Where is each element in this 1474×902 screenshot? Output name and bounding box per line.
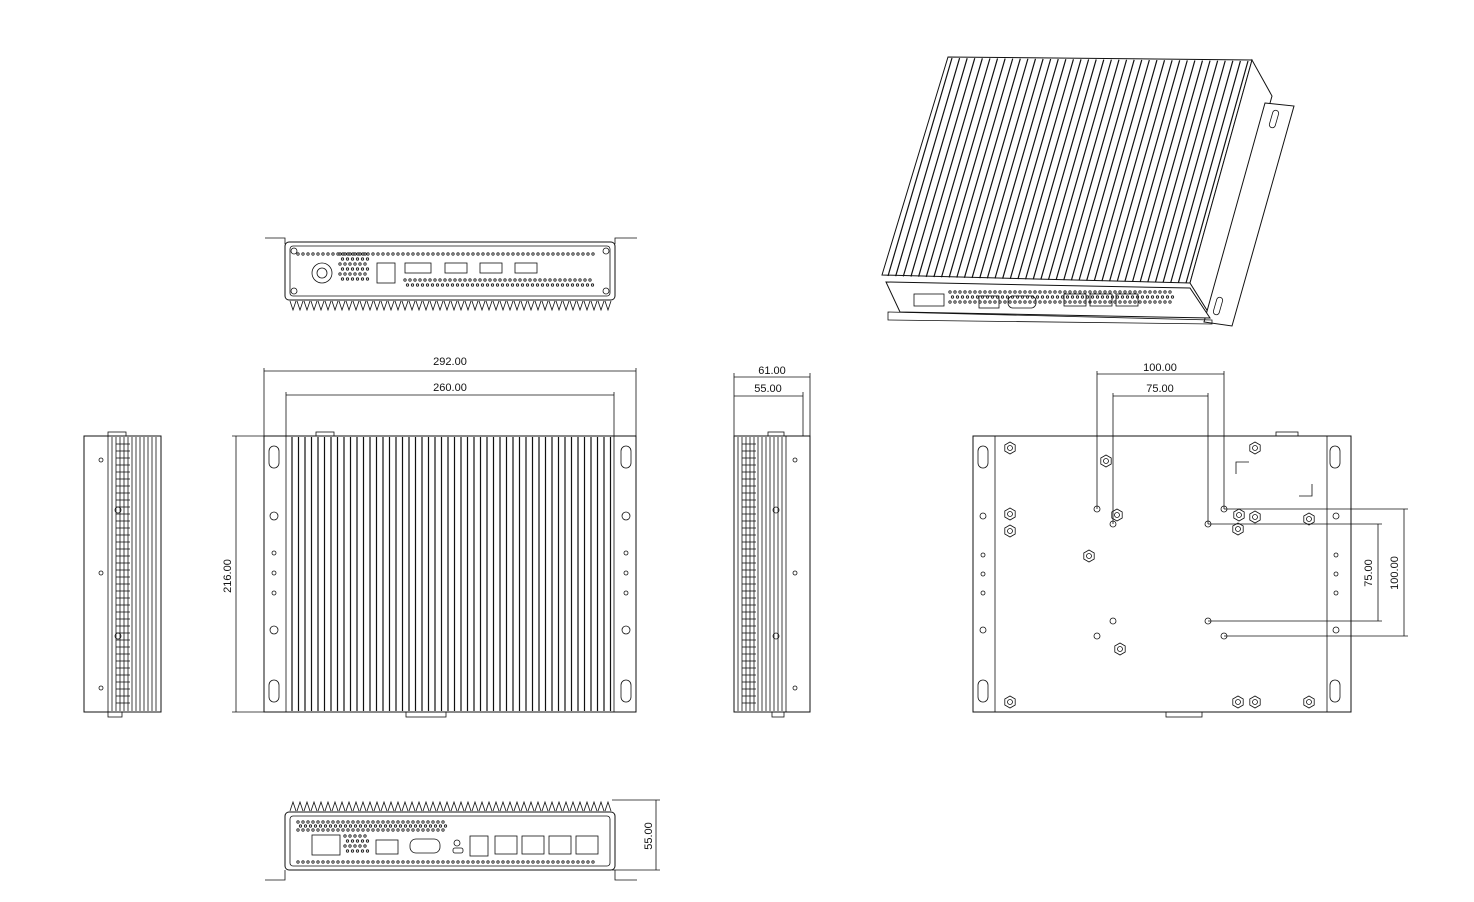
vesa-standoffs — [1004, 441, 1315, 709]
dim-vesa-100-v: 100.00 — [1389, 556, 1401, 590]
dim-55-side: 55.00 — [754, 383, 782, 395]
right-side-fins — [737, 437, 783, 711]
front-fins — [291, 437, 612, 711]
dim-vesa-75-v: 75.00 — [1363, 559, 1375, 587]
isometric-fins — [887, 57, 1249, 284]
bottom-panel-vents — [296, 820, 595, 864]
isometric-vents — [948, 290, 1175, 304]
bottom-io-panel-view: 55.00 — [265, 799, 660, 881]
bottom-panel-fins — [289, 800, 612, 812]
dim-vesa-75-h: 75.00 — [1146, 383, 1174, 395]
isometric-view — [881, 56, 1295, 327]
left-side-view — [83, 431, 162, 718]
left-side-fins — [111, 437, 157, 711]
top-panel-fins — [289, 300, 612, 312]
dim-292: 292.00 — [433, 356, 467, 368]
top-panel-vents — [296, 252, 595, 287]
top-io-panel-view — [265, 237, 637, 312]
dim-vesa-100-h: 100.00 — [1143, 362, 1177, 374]
front-view: 292.00 260.00 216.00 — [222, 356, 637, 718]
dim-61: 61.00 — [758, 365, 786, 377]
right-side-view: 61.00 55.00 — [733, 365, 811, 718]
dim-55-rear: 55.00 — [643, 822, 655, 850]
dim-216: 216.00 — [222, 559, 234, 593]
vesa-mount-view: 100.00 75.00 75.00 100.00 — [972, 362, 1408, 718]
dim-260: 260.00 — [433, 382, 467, 394]
